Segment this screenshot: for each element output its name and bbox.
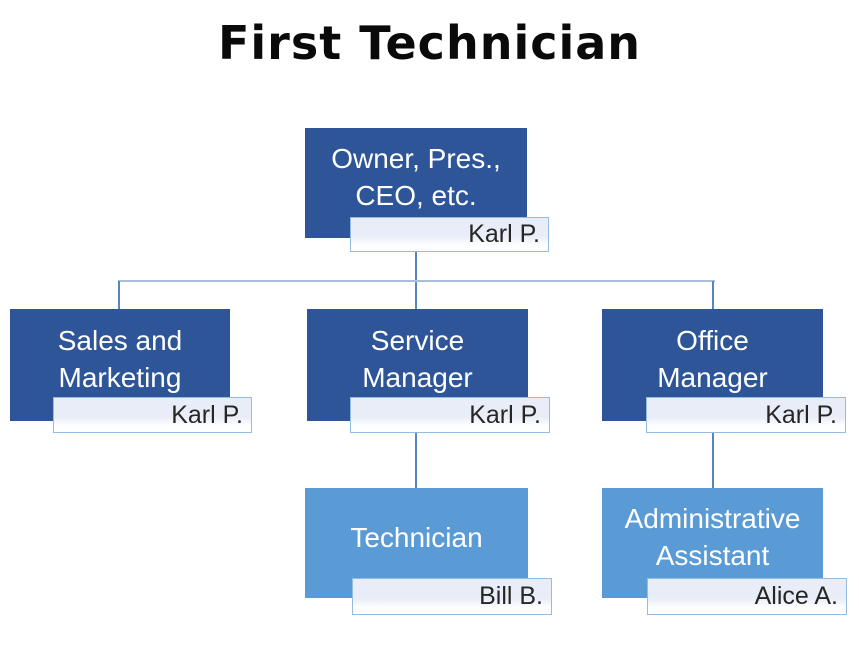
org-node-service-name-tag[interactable]: Karl P. xyxy=(350,397,550,433)
org-node-technician-person-name: Bill B. xyxy=(479,582,543,610)
org-node-admin-person-name: Alice A. xyxy=(754,582,838,610)
org-node-office-name-tag[interactable]: Karl P. xyxy=(646,397,846,433)
connector-service-technician xyxy=(415,433,417,488)
org-node-owner-title: Owner, Pres.,CEO, etc. xyxy=(331,143,501,211)
connector-drop-sales xyxy=(118,281,120,309)
org-node-service-person-name: Karl P. xyxy=(469,400,541,429)
org-node-technician-title: Technician xyxy=(350,521,483,553)
org-node-office-person-name: Karl P. xyxy=(765,400,837,429)
org-node-owner[interactable]: Owner, Pres.,CEO, etc. Karl P. xyxy=(305,128,549,252)
org-node-sales-name-tag[interactable]: Karl P. xyxy=(53,397,252,433)
chart-title: First Technician xyxy=(217,16,642,70)
connector-drop-office xyxy=(712,281,714,309)
connector-horizontal-bus xyxy=(118,280,715,282)
org-node-owner-person-name: Karl P. xyxy=(468,220,540,248)
org-node-technician[interactable]: Technician Bill B. xyxy=(305,488,552,615)
org-node-owner-name-tag[interactable]: Karl P. xyxy=(350,217,549,252)
org-node-technician-name-tag[interactable]: Bill B. xyxy=(352,578,552,615)
connector-owner-stem xyxy=(415,252,417,309)
connector-office-admin xyxy=(712,433,714,488)
org-node-sales-person-name: Karl P. xyxy=(171,400,243,429)
org-node-admin-name-tag[interactable]: Alice A. xyxy=(647,578,847,615)
